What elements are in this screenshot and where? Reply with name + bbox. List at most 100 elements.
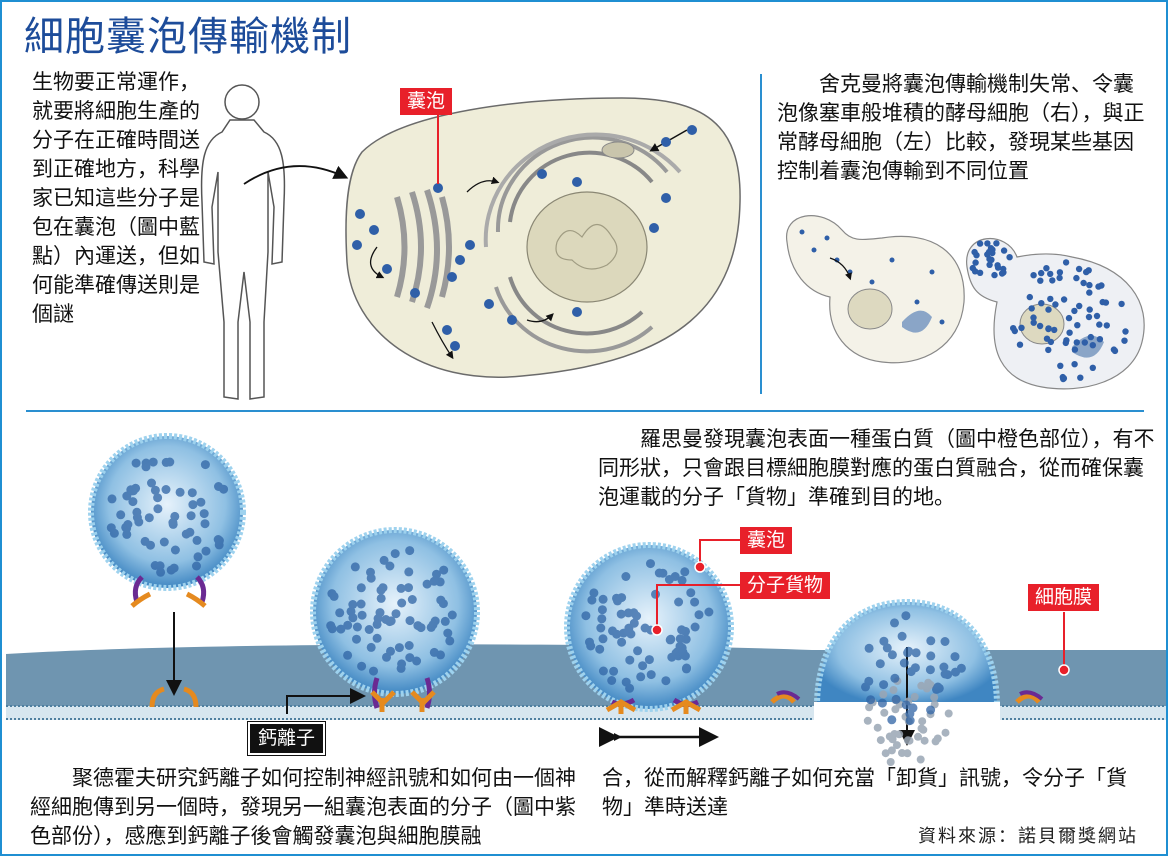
cargo-dot bbox=[864, 643, 874, 653]
cargo-dot bbox=[589, 588, 599, 598]
cargo-dot bbox=[214, 540, 224, 550]
cargo-dot bbox=[193, 552, 203, 562]
vesicle-dot bbox=[1047, 295, 1054, 303]
cargo-dot bbox=[376, 593, 386, 603]
released-cargo-dot bbox=[944, 709, 953, 718]
cargo-dot bbox=[887, 650, 897, 660]
cargo-dot bbox=[153, 493, 163, 503]
cargo-dots bbox=[106, 457, 966, 725]
vesicle-dot bbox=[1086, 281, 1093, 289]
cargo-dot bbox=[654, 568, 664, 578]
cargo-dot bbox=[612, 629, 622, 639]
vesicle-dot bbox=[1076, 302, 1083, 310]
cargo-dot bbox=[335, 608, 345, 618]
cargo-dot bbox=[686, 588, 696, 598]
cargo-dot bbox=[664, 575, 674, 584]
cargo-dot bbox=[429, 576, 439, 586]
cargo-dot bbox=[445, 636, 455, 646]
vesicle-dot bbox=[1122, 328, 1129, 335]
released-cargo-dot bbox=[892, 741, 901, 750]
cargo-dot bbox=[879, 680, 889, 690]
released-cargo-dot bbox=[891, 705, 900, 714]
cargo-dot bbox=[890, 673, 900, 683]
cargo-dot bbox=[128, 497, 138, 507]
vesicle-dot bbox=[986, 261, 993, 268]
cargo-dot bbox=[397, 659, 407, 669]
vesicle-dot bbox=[1085, 313, 1093, 321]
cargo-dot bbox=[357, 610, 367, 620]
intro-text: 生物要正常運作，就要將細胞生產的分子在正確時間送到正確地方，科學家已知這些分子是… bbox=[32, 70, 200, 326]
vesicle-dot bbox=[1049, 277, 1056, 284]
cargo-dot bbox=[680, 567, 690, 577]
cargo-dot bbox=[356, 599, 366, 609]
cargo-dot bbox=[439, 565, 449, 575]
cargo-dot bbox=[432, 569, 441, 579]
vesicle-dot bbox=[994, 264, 1002, 271]
cargo-dot bbox=[161, 485, 171, 494]
cargo-dot bbox=[890, 618, 899, 628]
cargo-dot bbox=[861, 682, 870, 692]
vesicle-dot bbox=[1062, 339, 1070, 347]
cargo-dot bbox=[677, 625, 687, 635]
cargo-dot bbox=[581, 611, 591, 621]
source-credit: 資料來源：諾貝爾獎網站 bbox=[918, 826, 1138, 847]
cargo-dot bbox=[597, 605, 607, 615]
cargo-dot bbox=[911, 648, 921, 658]
cargo-dot bbox=[396, 583, 406, 593]
released-cargo-dot bbox=[873, 723, 882, 732]
cargo-dot bbox=[430, 616, 440, 626]
cargo-dot bbox=[694, 610, 704, 620]
cargo-dot bbox=[170, 545, 180, 555]
cargo-dot bbox=[116, 510, 126, 520]
released-cargo-dot bbox=[889, 686, 898, 694]
cargo-dot bbox=[106, 523, 116, 533]
cargo-dot bbox=[598, 666, 608, 676]
cargo-dot bbox=[925, 665, 935, 675]
cargo-dot bbox=[596, 623, 606, 633]
vesicle-dot bbox=[1047, 270, 1054, 278]
cargo-dot bbox=[196, 497, 206, 507]
cargo-dot bbox=[690, 597, 700, 607]
cargo-dot bbox=[405, 653, 415, 663]
vesicle-dot bbox=[1045, 346, 1052, 354]
vesicle-dot bbox=[1096, 321, 1103, 328]
vesicle-label: 囊泡 bbox=[740, 527, 793, 554]
cargo-dot bbox=[188, 500, 198, 510]
cargo-dot bbox=[667, 652, 677, 662]
cargo-dot bbox=[597, 614, 607, 624]
cargo-dot bbox=[326, 621, 336, 631]
cargo-dot bbox=[926, 705, 936, 715]
cargo-dot bbox=[407, 595, 417, 604]
cargo-dot bbox=[882, 643, 892, 653]
cargo-dot bbox=[327, 589, 337, 599]
cargo-dot bbox=[666, 634, 676, 644]
released-cargo-dot bbox=[920, 736, 929, 745]
cell-icon bbox=[345, 97, 741, 378]
vesicle-dot bbox=[1051, 326, 1058, 334]
cargo-dot bbox=[677, 575, 687, 585]
released-cargo-dot bbox=[926, 680, 935, 689]
cargo-dot bbox=[940, 637, 950, 646]
cargo-dot bbox=[447, 610, 457, 620]
cargo-dot bbox=[690, 622, 700, 632]
calcium-label: 鈣離子 bbox=[246, 721, 327, 756]
cargo-dot bbox=[336, 624, 346, 634]
rothman-text: 羅思曼發現囊泡表面一種蛋白質（圖中橙色部位），有不同形狀，只會跟目標細胞膜對應的… bbox=[598, 427, 1155, 509]
vesicle-dot bbox=[1030, 319, 1037, 326]
cargo-dot bbox=[617, 637, 627, 647]
cargo-dot bbox=[357, 661, 367, 671]
cargo-dot bbox=[201, 546, 211, 556]
cargo-dot bbox=[675, 634, 685, 644]
vesicle-dot bbox=[1030, 272, 1037, 279]
cargo-dot bbox=[405, 616, 415, 626]
cargo-dot bbox=[926, 636, 936, 646]
cargo-dot bbox=[150, 485, 160, 495]
cargo-dot bbox=[192, 535, 202, 545]
cargo-dot bbox=[887, 715, 897, 725]
cargo-dot bbox=[159, 537, 169, 547]
cargo-dot bbox=[200, 519, 210, 529]
vesicle-dot bbox=[1077, 374, 1084, 381]
released-cargo-dot bbox=[863, 716, 872, 725]
vesicle-dot bbox=[969, 264, 976, 272]
page-title: 細胞囊泡傳輸機制 bbox=[24, 14, 352, 60]
